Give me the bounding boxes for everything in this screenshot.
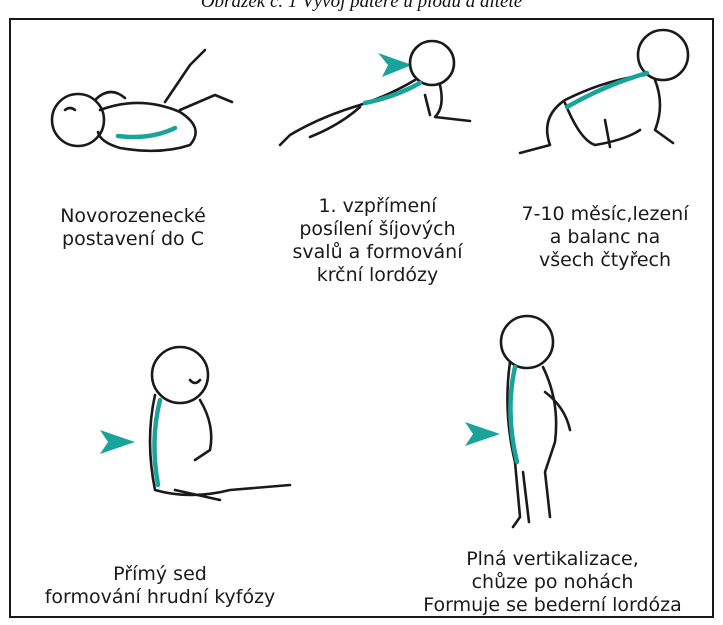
standing-figure	[465, 312, 605, 537]
arrow-marker-3	[465, 422, 500, 446]
stage-label-standing: Plná vertikalizace, chůze po nohách Form…	[395, 548, 710, 617]
stage-label-newborn: Novorozenecké postavení do C	[28, 205, 238, 251]
sitting-figure	[100, 340, 305, 515]
arrow-marker-2	[100, 430, 135, 454]
arrow-marker-1	[378, 53, 412, 77]
stage-label-sitting: Přímý sed formování hrudní kyfózy	[30, 563, 290, 609]
stage-label-neck-lordosis: 1. vzpřímení posílení šíjových svalů a f…	[270, 195, 485, 287]
stage-label-crawling: 7-10 měsíc,lezení a balanc na všech čtyř…	[505, 203, 705, 272]
newborn-figure	[40, 40, 250, 170]
figure-caption: Obrázek č. 1 Vývoj páteře u plodu a dítě…	[0, 0, 723, 13]
prone-lifting-figure	[270, 35, 485, 165]
crawling-figure	[505, 25, 700, 175]
